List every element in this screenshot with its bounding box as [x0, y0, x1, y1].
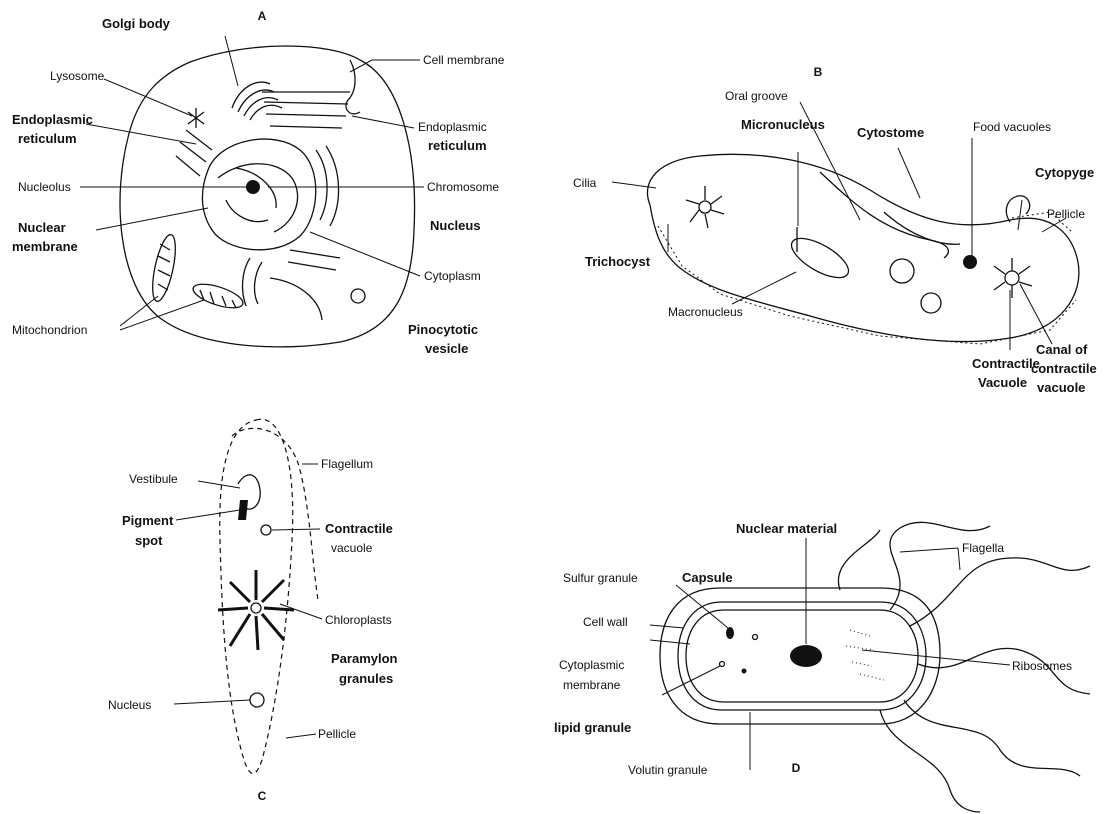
label-paramylon-2: granules	[339, 671, 393, 686]
nucleus-icon	[202, 139, 315, 250]
label-contractile-vacuole-c-2: vacuole	[331, 541, 373, 555]
label-nuclear-material: Nuclear material	[736, 521, 837, 536]
label-flagellum: Flagellum	[321, 457, 373, 471]
label-cilia: Cilia	[573, 176, 597, 190]
label-canal-1: Canal of	[1036, 342, 1088, 357]
label-endoplasmic-reticulum-left-2: reticulum	[18, 131, 77, 146]
label-canal-3: vacuole	[1037, 380, 1085, 395]
panel-a-letter: A	[258, 9, 267, 23]
food-vacuole-icon-2	[921, 293, 941, 313]
label-macronucleus: Macronucleus	[668, 305, 743, 319]
label-contractile-vacuole-b-1: Contractile	[972, 356, 1040, 371]
label-chloroplasts: Chloroplasts	[325, 613, 392, 627]
animal-cell-membrane	[120, 46, 415, 347]
label-vestibule: Vestibule	[129, 472, 178, 486]
food-vacuole-icon-1	[890, 259, 914, 283]
label-nucleus-a: Nucleus	[430, 218, 481, 233]
label-nuclear-membrane-1: Nuclear	[18, 220, 66, 235]
label-cytoplasmic-membrane-1: Cytoplasmic	[559, 658, 624, 672]
label-pellicle-b: Pellicle	[1047, 207, 1085, 221]
label-golgi-body: Golgi body	[102, 16, 171, 31]
label-lipid-granule: lipid granule	[554, 720, 631, 735]
panel-d-bacterium: D Nuc	[554, 521, 1090, 812]
panel-c-euglena: C Flagellum Vestibule Pigment spot Contr…	[108, 419, 398, 803]
label-volutin-granule: Volutin granule	[628, 763, 708, 777]
label-pinocytotic-vesicle-1: Pinocytotic	[408, 322, 478, 337]
panel-b-letter: B	[814, 65, 823, 79]
label-endoplasmic-reticulum-left-1: Endoplasmic	[12, 112, 93, 127]
oral-groove-icon	[820, 172, 948, 258]
label-trichocyst: Trichocyst	[585, 254, 651, 269]
granule-icon-2	[742, 669, 747, 674]
pinocytotic-vesicle-icon	[351, 289, 365, 303]
label-chromosome: Chromosome	[427, 180, 499, 194]
label-capsule: Capsule	[682, 570, 733, 585]
label-pigment-spot-1: Pigment	[122, 513, 174, 528]
lipid-granule-icon	[720, 662, 725, 667]
label-cell-membrane: Cell membrane	[423, 53, 505, 67]
label-paramylon-1: Paramylon	[331, 651, 398, 666]
label-food-vacuoles: Food vacuoles	[973, 120, 1051, 134]
contractile-vacuole-posterior-icon	[994, 258, 1032, 298]
macronucleus-icon	[786, 231, 854, 286]
contractile-vacuole-anterior-icon	[686, 186, 724, 228]
panel-a-animal-cell: A	[12, 9, 505, 356]
label-cytostome: Cytostome	[857, 125, 924, 140]
label-lysosome: Lysosome	[50, 69, 105, 83]
label-flagella: Flagella	[962, 541, 1004, 555]
label-contractile-vacuole-c-1: Contractile	[325, 521, 393, 536]
panel-d-letter: D	[792, 761, 801, 775]
label-cytoplasmic-membrane-2: membrane	[563, 678, 621, 692]
label-cytoplasm: Cytoplasm	[424, 269, 481, 283]
label-micronucleus: Micronucleus	[741, 117, 825, 132]
label-contractile-vacuole-b-2: Vacuole	[978, 375, 1027, 390]
label-cytopyge: Cytopyge	[1035, 165, 1094, 180]
label-oral-groove: Oral groove	[725, 89, 788, 103]
label-pinocytotic-vesicle-2: vesicle	[425, 341, 468, 356]
label-endoplasmic-reticulum-right-2: reticulum	[428, 138, 487, 153]
contractile-vacuole-c-icon	[261, 525, 271, 535]
sulfur-granule-icon	[726, 627, 734, 639]
granule-icon-1	[753, 635, 758, 640]
endoplasmic-reticulum-icon	[176, 92, 350, 320]
label-nucleus-c: Nucleus	[108, 698, 151, 712]
label-endoplasmic-reticulum-right-1: Endoplasmic	[418, 120, 487, 134]
label-mitochondrion: Mitochondrion	[12, 323, 87, 337]
label-sulfur-granule: Sulfur granule	[563, 571, 638, 585]
label-pigment-spot-2: spot	[135, 533, 163, 548]
nucleus-c-icon	[250, 693, 264, 707]
nuclear-material-icon	[790, 645, 822, 667]
lysosome-icon	[188, 108, 204, 128]
chloroplasts-icon	[218, 570, 294, 650]
panel-c-letter: C	[258, 789, 267, 803]
label-nuclear-membrane-2: membrane	[12, 239, 78, 254]
label-pellicle-c: Pellicle	[318, 727, 356, 741]
label-ribosomes: Ribosomes	[1012, 659, 1072, 673]
label-cell-wall: Cell wall	[583, 615, 628, 629]
label-nucleolus: Nucleolus	[18, 180, 71, 194]
panel-b-paramecium: B	[573, 65, 1097, 395]
ribosomes-icon	[846, 630, 884, 680]
label-canal-2: contractile	[1031, 361, 1097, 376]
food-vacuole-icon-3	[963, 255, 977, 269]
